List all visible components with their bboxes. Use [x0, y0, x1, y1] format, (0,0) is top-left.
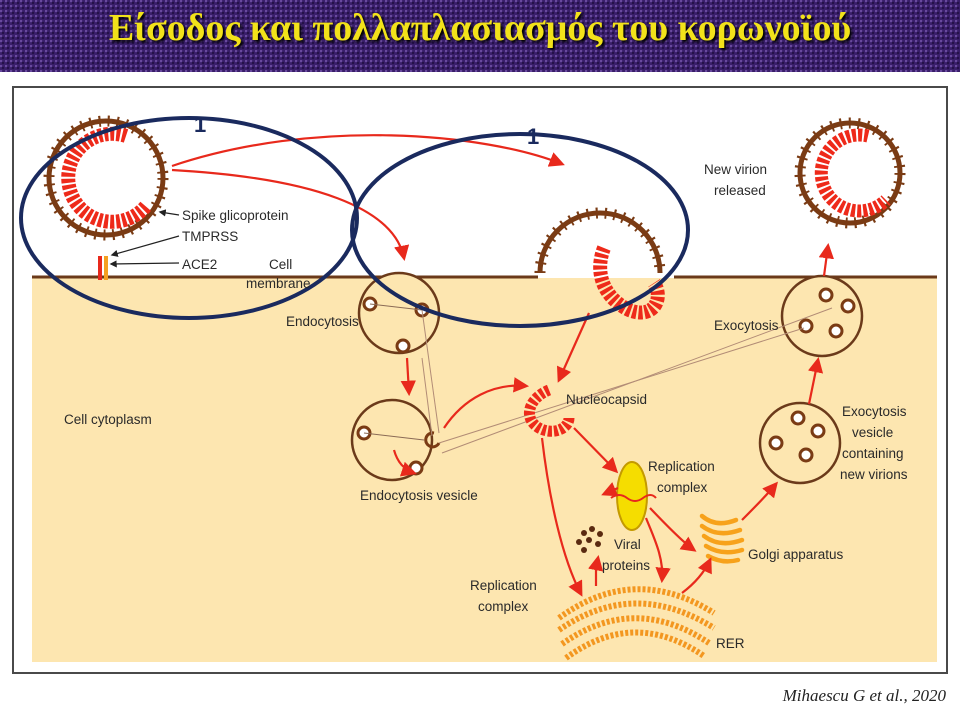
highlight-ring-fusion — [350, 132, 690, 328]
citation: Mihaescu G et al., 2020 — [782, 686, 946, 705]
highlight-ring-binding — [19, 116, 359, 320]
exocytosis-vesicle-bottom — [758, 401, 842, 485]
virion-released — [794, 117, 906, 229]
label-replication-complex: complex — [657, 480, 708, 495]
label-exocytosis-vesicle: containing — [842, 446, 904, 461]
step-marker: 1 — [527, 124, 539, 149]
exocytosis-vesicle-top — [780, 274, 864, 358]
label-rer: RER — [716, 636, 745, 651]
label-replication-complex-bottom: complex — [478, 599, 529, 614]
rer-shape — [557, 586, 716, 661]
label-exocytosis-vesicle: Exocytosis — [842, 404, 907, 419]
title-bar: Είσοδος και πολλαπλασιασμός του κορωνοϊο… — [0, 0, 960, 72]
ace2-receptor — [98, 256, 108, 280]
spike-leader-lines — [109, 209, 180, 268]
diagram-panel: 1 1 Spike glicoprotein TMPRSS ACE2 Cell … — [12, 86, 948, 674]
label-tmprss: TMPRSS — [182, 229, 238, 244]
slide-title: Είσοδος και πολλαπλασιασμός του κορωνοϊο… — [108, 7, 852, 49]
label-endocytosis-vesicle: Endocytosis vesicle — [360, 488, 478, 503]
label-nucleocapsid: Nucleocapsid — [566, 392, 647, 407]
label-new-virion: New virion — [704, 162, 767, 177]
label-spike: Spike glicoprotein — [182, 208, 289, 223]
label-cell-membrane: Cell — [269, 257, 292, 272]
coronavirus-lifecycle-diagram: 1 1 Spike glicoprotein TMPRSS ACE2 Cell … — [19, 112, 937, 662]
nucleocapsid-shape — [523, 384, 575, 437]
label-replication-complex-bottom: Replication — [470, 578, 537, 593]
label-cell-cytoplasm: Cell cytoplasm — [64, 412, 152, 427]
endocytosis-vesicle-top — [357, 271, 441, 355]
viral-proteins-dots — [576, 526, 603, 553]
virion-entering — [43, 115, 169, 241]
label-exocytosis-vesicle: new virions — [840, 467, 908, 482]
label-viral-proteins: Viral — [614, 537, 641, 552]
virion-fusing — [534, 207, 666, 320]
label-endocytosis: Endocytosis — [286, 314, 359, 329]
step-marker: 1 — [194, 112, 206, 137]
label-cell-membrane: membrane — [246, 276, 311, 291]
transport-lines — [421, 307, 833, 454]
process-arrows — [171, 134, 835, 597]
label-replication-complex: Replication — [648, 459, 715, 474]
label-viral-proteins: proteins — [602, 558, 650, 573]
label-exocytosis-vesicle: vesicle — [852, 425, 893, 440]
label-new-virion: released — [714, 183, 766, 198]
label-golgi: Golgi apparatus — [748, 547, 844, 562]
label-exocytosis: Exocytosis — [714, 318, 779, 333]
label-ace2: ACE2 — [182, 257, 217, 272]
